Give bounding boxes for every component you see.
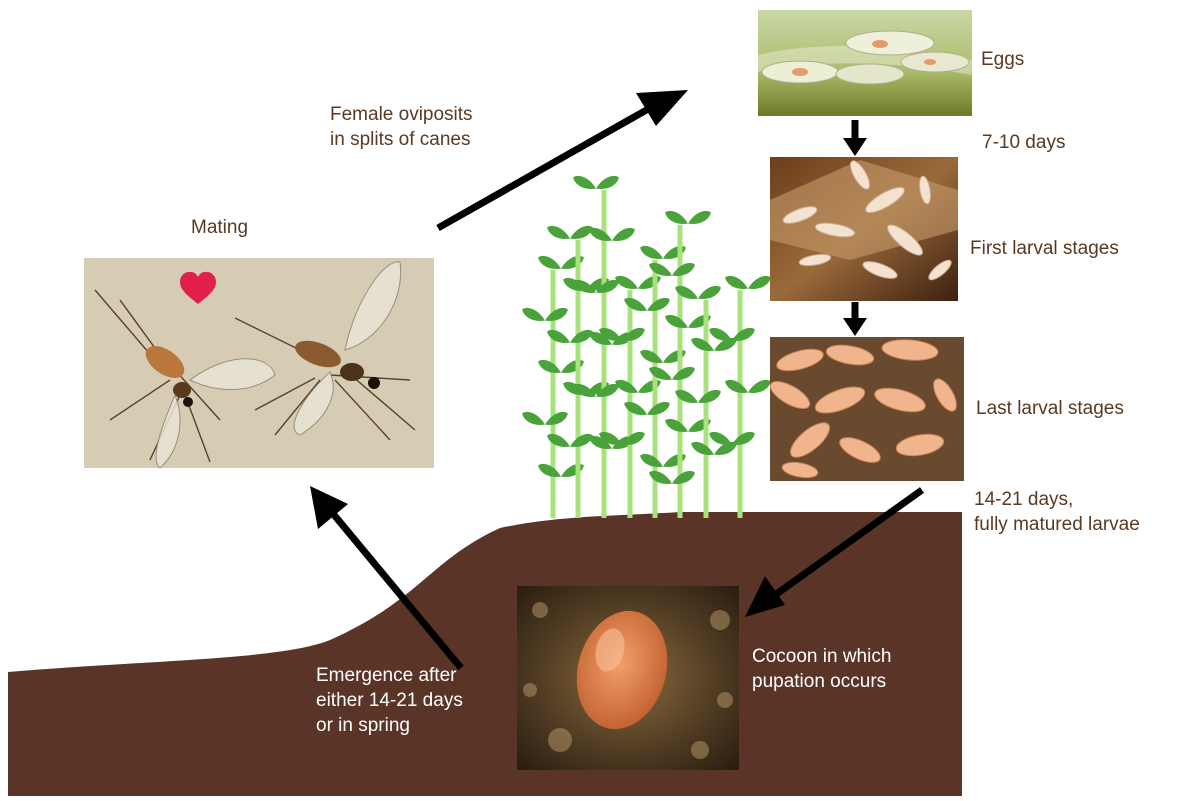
first-larval-photo — [770, 157, 958, 301]
leaf-pair — [547, 226, 593, 239]
leaf-pair — [522, 412, 568, 425]
label-cocoon: Cocoon in which pupation occurs — [752, 644, 891, 694]
leaf-pair — [665, 211, 711, 224]
arrow-eggs-to-first — [843, 120, 867, 156]
leaf-pair — [725, 276, 771, 289]
eggs-photo — [758, 10, 972, 116]
label-oviposit: Female oviposits in splits of canes — [330, 102, 473, 152]
label-first-larval: First larval stages — [970, 236, 1119, 261]
cocoon-photo — [517, 586, 739, 770]
label-last-larval: Last larval stages — [976, 396, 1124, 421]
arrow-first-to-last — [843, 302, 867, 336]
leaf-pair — [725, 380, 771, 393]
last-larval-photo — [766, 337, 964, 481]
label-emergence: Emergence after either 14-21 days or in … — [316, 663, 463, 738]
label-mating: Mating — [191, 215, 248, 240]
label-eggs-duration: 7-10 days — [982, 130, 1065, 155]
leaf-pair — [522, 308, 568, 321]
cane-plant-icon — [522, 176, 771, 518]
leaf-pair — [589, 228, 635, 241]
label-eggs: Eggs — [981, 47, 1024, 72]
label-larvae-duration: 14-21 days, fully matured larvae — [974, 487, 1140, 537]
arrow-to-eggs — [438, 90, 688, 228]
mating-photo — [84, 258, 434, 468]
leaf-pair — [573, 176, 619, 189]
